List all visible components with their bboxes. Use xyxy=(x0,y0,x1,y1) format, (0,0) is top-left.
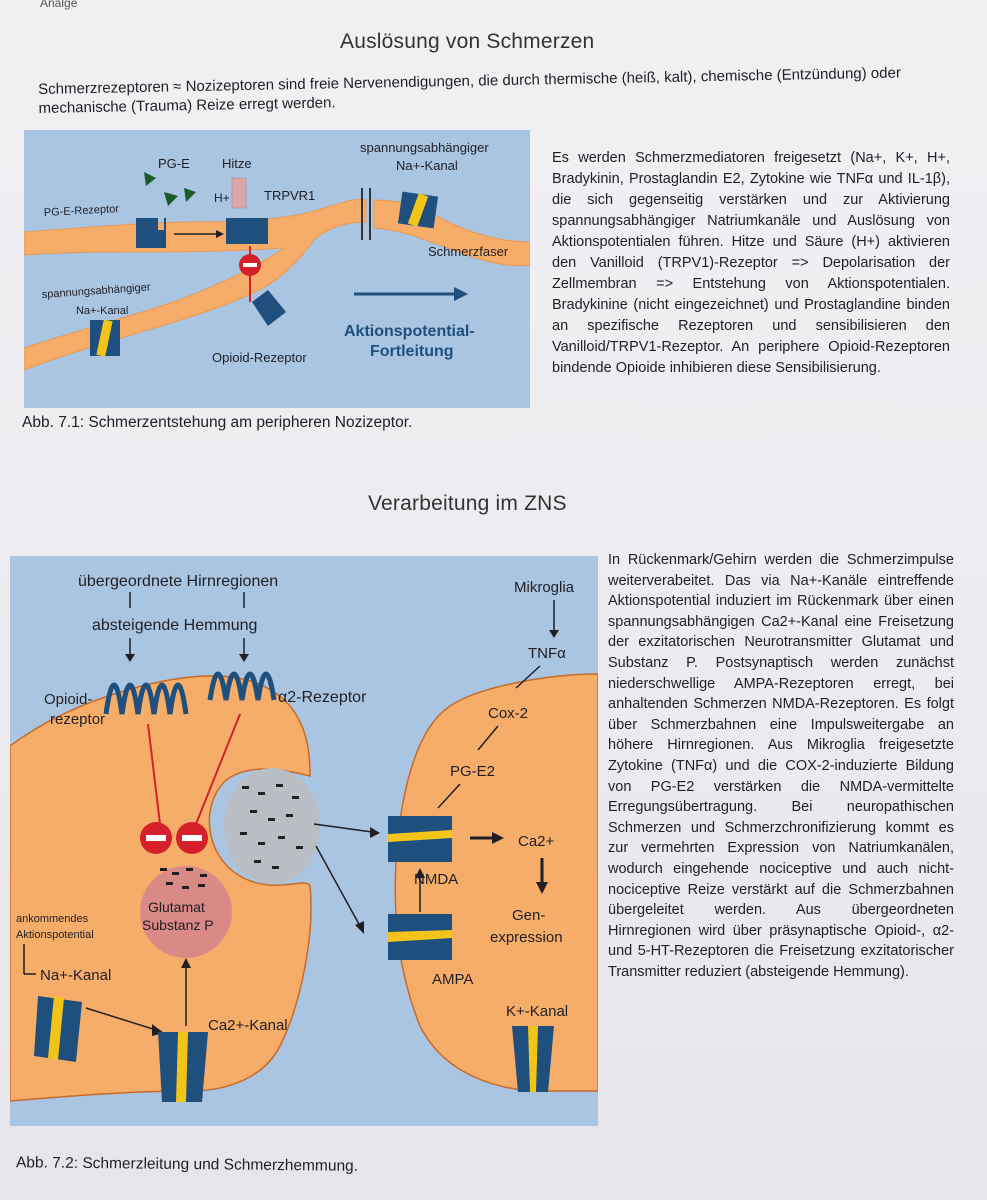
arrowhead-icon xyxy=(239,654,249,662)
minus-icon xyxy=(182,835,202,841)
label-ap-1: Aktionspotential- xyxy=(344,323,475,340)
label-pge: PG-E xyxy=(158,156,190,171)
label-microglia: Mikroglia xyxy=(514,579,575,596)
minus-icon xyxy=(243,263,257,267)
label-incoming-2: Aktionspotential xyxy=(16,929,94,941)
label-opioid-1: Opioid- xyxy=(44,691,92,708)
figure2-caption: Abb. 7.2: Schmerzleitung und Schmerzhemm… xyxy=(15,1154,359,1175)
label-na-channel-bottom-2: Na+-Kanal xyxy=(76,305,128,317)
arrow-to-nmda xyxy=(313,823,373,833)
label-upper-regions: übergeordnete Hirnregionen xyxy=(78,573,278,590)
vesicle-icon xyxy=(140,866,232,958)
arrow-to-ca-channel xyxy=(85,1007,157,1031)
pge-molecule-icon xyxy=(184,188,196,202)
label-substanz-p: Substanz P xyxy=(142,917,214,933)
pge-molecule-icon xyxy=(164,192,178,206)
label-gene-1: Gen- xyxy=(512,907,545,924)
channel-pore-icon xyxy=(96,319,113,357)
intro-paragraph: Schmerzrezeptoren ≈ Nozizeptoren sind fr… xyxy=(38,64,902,117)
minus-icon xyxy=(146,835,166,841)
pge-receptor-icon xyxy=(136,218,166,248)
opioid-receptor-icon xyxy=(252,290,286,326)
label-na-channel-top-2: Na+-Kanal xyxy=(396,158,458,173)
channel-pore-icon xyxy=(48,996,64,1060)
label-opioid-2: rezeptor xyxy=(50,711,105,728)
arrowhead-icon xyxy=(125,654,135,662)
channel-pore-icon xyxy=(388,930,452,942)
arrowhead-icon xyxy=(216,230,224,238)
connector-line xyxy=(437,783,461,809)
label-h-plus: H+ xyxy=(214,191,230,205)
pge-molecule-icon xyxy=(144,172,156,186)
alpha2-receptor-icon xyxy=(207,671,277,701)
arrowhead-icon xyxy=(454,287,468,301)
connector-line xyxy=(515,665,541,689)
label-pge-receptor: PG-E-Rezeptor xyxy=(44,203,120,219)
label-incoming-1: ankommendes xyxy=(16,913,89,925)
section-title-zns: Verarbeitung im ZNS xyxy=(368,492,567,515)
label-k-channel: K+-Kanal xyxy=(506,1003,568,1020)
arrowhead-icon xyxy=(549,630,559,638)
trpv1-receptor-icon xyxy=(226,218,268,244)
label-descending: absteigende Hemmung xyxy=(92,617,257,634)
arrowhead-icon xyxy=(415,868,425,878)
label-nmda: NMDA xyxy=(414,871,458,888)
label-cox2: Cox-2 xyxy=(488,705,528,722)
label-na-channel-top-1: spannungsabhängiger xyxy=(360,140,489,155)
paragraph-mediators: Es werden Schmerzmediatoren freigesetzt … xyxy=(552,150,950,376)
section-title-ausloesung: Auslösung von Schmerzen xyxy=(340,30,595,53)
connector-line xyxy=(477,725,499,751)
arrowhead-icon xyxy=(492,832,504,844)
figure-zns: übergeordnete Hirnregionen absteigende H… xyxy=(10,556,598,1126)
arrow-to-ampa xyxy=(315,845,361,927)
paragraph-zns: In Rückenmark/Gehirn werden die Schmerzi… xyxy=(608,552,954,980)
arrowhead-icon xyxy=(355,921,364,934)
label-ap-2: Fortleitung xyxy=(370,343,454,360)
label-ampa: AMPA xyxy=(432,971,473,988)
label-gene-2: expression xyxy=(490,929,563,946)
arrowhead-icon xyxy=(370,827,380,838)
label-schmerzfaser: Schmerzfaser xyxy=(428,244,509,259)
neurotransmitter-dots-icon xyxy=(160,784,303,889)
heat-icon xyxy=(231,177,247,209)
inhibition-line xyxy=(195,713,241,825)
arrowhead-icon xyxy=(536,882,548,894)
label-hitze: Hitze xyxy=(222,156,252,171)
label-pge2: PG-E2 xyxy=(450,763,495,780)
label-ca-channel: Ca2+-Kanal xyxy=(208,1017,288,1034)
label-glutamat: Glutamat xyxy=(148,899,205,915)
label-opioid-receptor: Opioid-Rezeptor xyxy=(212,350,307,365)
label-tnf: TNFα xyxy=(528,645,566,662)
label-trpvr1: TRPVR1 xyxy=(264,188,315,203)
inhibition-line xyxy=(147,723,161,825)
channel-pore-icon xyxy=(528,1026,538,1092)
label-alpha2: α2-Rezeptor xyxy=(278,689,367,706)
figure-nozizeptor: PG-E PG-E-Rezeptor Hitze H+ TRPVR1 Opioi… xyxy=(24,130,530,408)
opioid-receptor-icon xyxy=(103,682,189,715)
channel-pore-icon xyxy=(176,1032,188,1102)
arrowhead-icon xyxy=(181,958,191,968)
label-na-channel: Na+-Kanal xyxy=(40,967,111,984)
channel-pore-icon xyxy=(407,193,429,227)
figure1-caption: Abb. 7.1: Schmerzentstehung am periphere… xyxy=(22,414,413,431)
channel-pore-icon xyxy=(388,830,452,842)
label-ca2: Ca2+ xyxy=(518,833,555,850)
running-header: Analge xyxy=(40,0,78,10)
